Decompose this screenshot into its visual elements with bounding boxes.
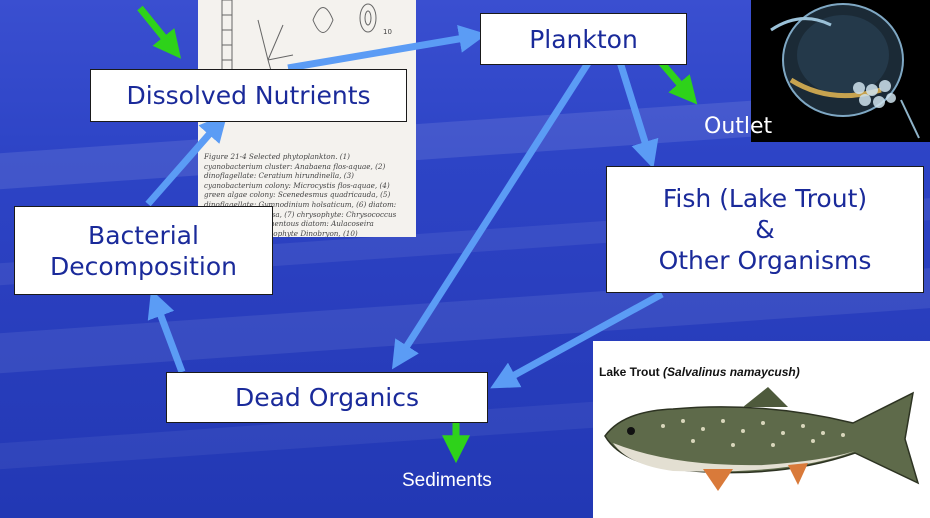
node-plankton: Plankton bbox=[480, 13, 687, 65]
svg-text:10: 10 bbox=[383, 28, 392, 36]
label-sediments: Sediments bbox=[402, 470, 492, 492]
label-outlet: Outlet bbox=[704, 114, 772, 139]
daphnia-image bbox=[751, 0, 930, 142]
fish-title: Lake Trout (Salvalinus namaycush) bbox=[599, 365, 800, 379]
node-dead-organics: Dead Organics bbox=[166, 372, 488, 423]
fish-common-name: Lake Trout bbox=[599, 365, 660, 379]
fish-scientific-name: (Salvalinus namaycush) bbox=[663, 365, 800, 379]
zooplankton-photo bbox=[751, 0, 930, 142]
lake-trout-panel: Lake Trout (Salvalinus namaycush) bbox=[593, 341, 930, 518]
node-dissolved-nutrients: Dissolved Nutrients bbox=[90, 69, 407, 122]
node-bacterial-decomposition: Bacterial Decomposition bbox=[14, 206, 273, 295]
node-fish-other-organisms: Fish (Lake Trout) & Other Organisms bbox=[606, 166, 924, 293]
